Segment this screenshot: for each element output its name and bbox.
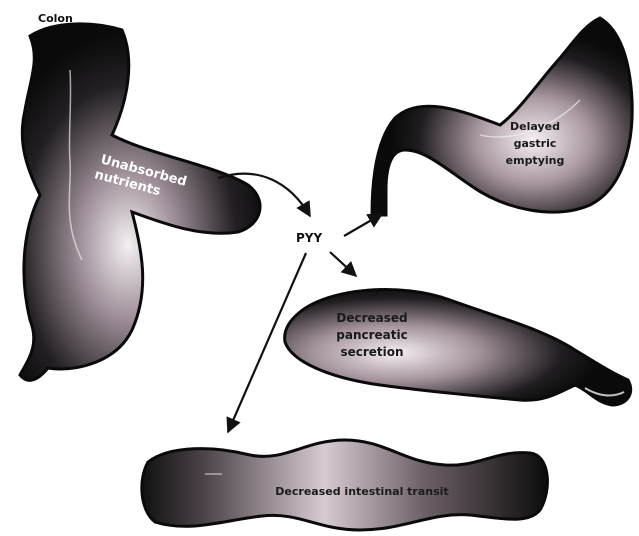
- colon-organ: [20, 24, 260, 380]
- intestine-effect-label: Decreased intestinal transit: [275, 485, 448, 498]
- svg-text:gastric: gastric: [514, 137, 557, 150]
- svg-text:Decreased: Decreased: [336, 311, 407, 325]
- pancreas-organ: [285, 290, 631, 405]
- stomach-organ: [372, 18, 632, 215]
- pyy-label: PYY: [296, 231, 322, 245]
- stomach-effect-label: Delayed gastric emptying: [506, 120, 565, 167]
- svg-text:emptying: emptying: [506, 154, 565, 167]
- pancreas-effect-label: Decreased pancreatic secretion: [336, 311, 407, 359]
- svg-text:pancreatic: pancreatic: [336, 328, 407, 342]
- svg-text:secretion: secretion: [340, 345, 403, 359]
- svg-text:Delayed: Delayed: [510, 120, 560, 133]
- arrow-pyy-to-stomach: [344, 214, 382, 236]
- colon-label: Colon: [38, 12, 73, 25]
- arrow-pyy-to-pancreas: [330, 252, 356, 276]
